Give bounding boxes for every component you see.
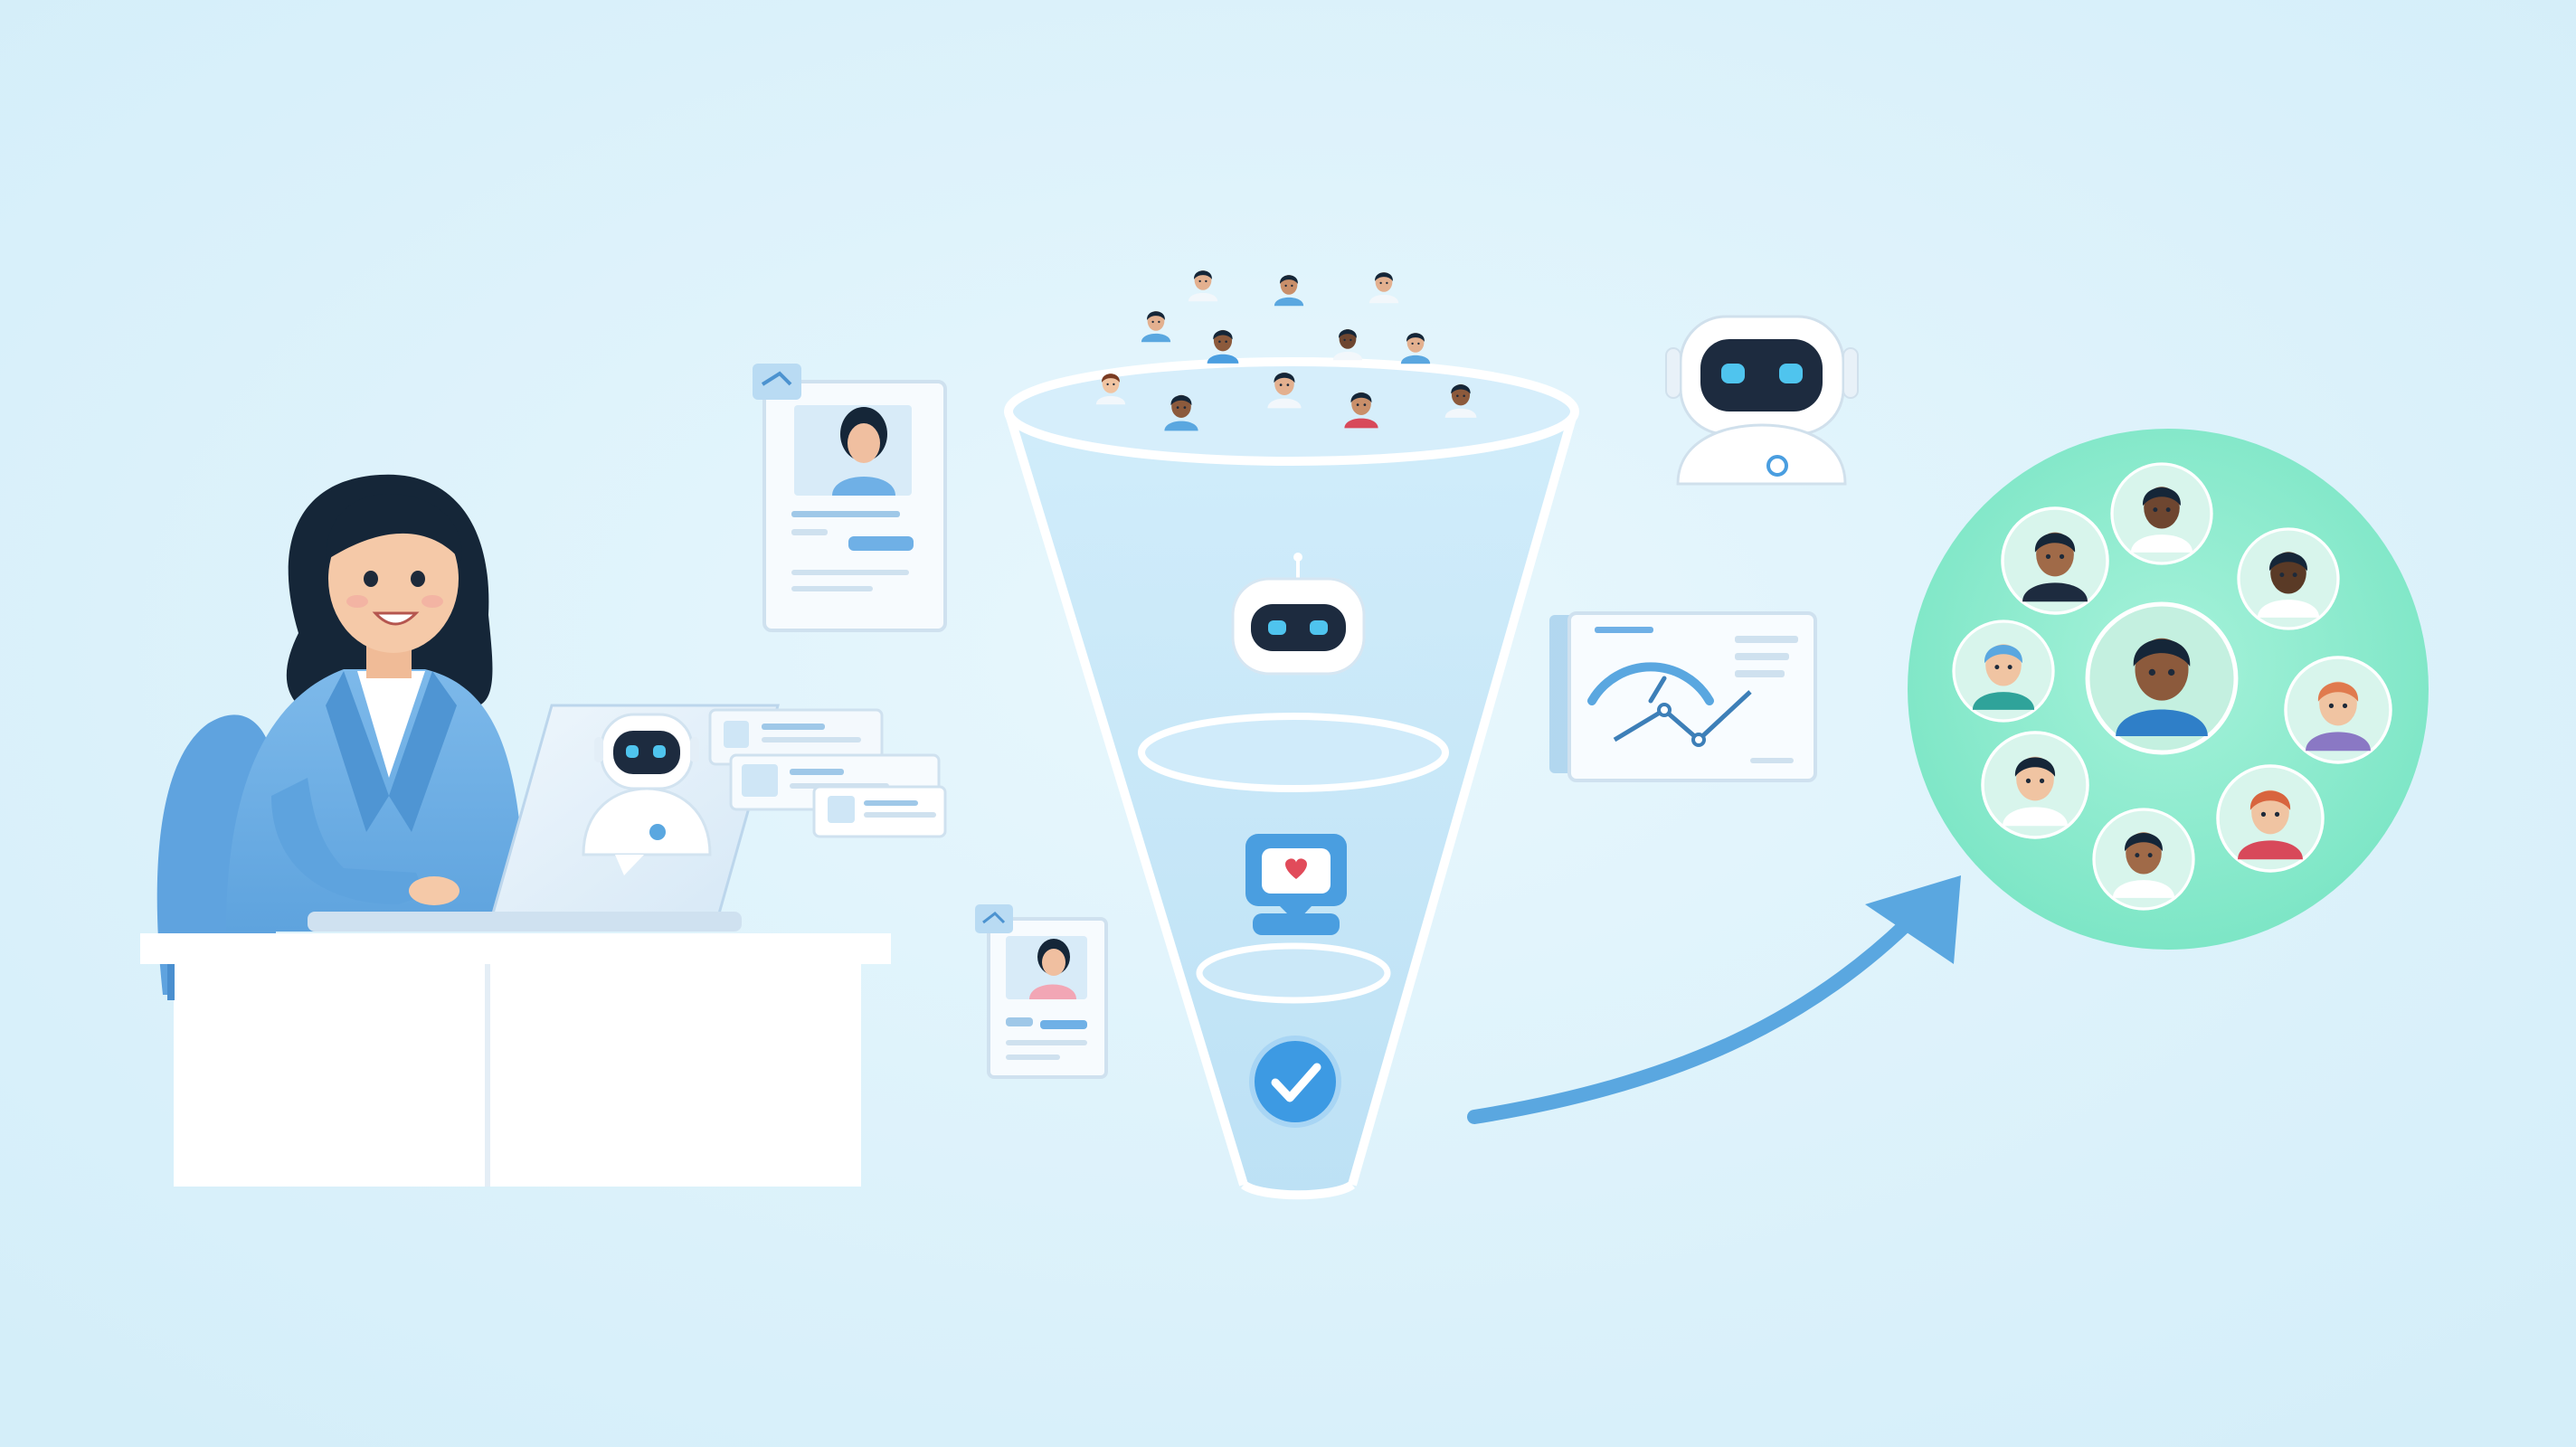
laptop-robot-icon xyxy=(308,704,947,932)
candidate-avatar-icon xyxy=(1444,383,1477,418)
desk-divider xyxy=(485,964,490,1187)
recruiter-arm xyxy=(271,778,425,904)
recruiter-smile xyxy=(372,611,420,626)
candidate-avatar-icon xyxy=(1368,271,1399,304)
recruiter-hand xyxy=(409,876,459,905)
resume-tag xyxy=(753,364,801,400)
candidate-avatar-icon xyxy=(2085,601,2239,755)
candidate-avatar-icon xyxy=(1188,270,1218,302)
ai-robot-icon xyxy=(1231,553,1366,676)
recruiter-bangs xyxy=(326,494,462,561)
candidate-avatar-icon xyxy=(2216,764,2325,873)
candidate-avatar-icon xyxy=(2237,527,2340,630)
candidate-avatar-icon xyxy=(1164,394,1198,431)
growth-arrow-icon xyxy=(1467,875,1961,1124)
candidate-avatar-icon xyxy=(2110,462,2213,565)
candidate-avatar-icon xyxy=(1274,274,1304,307)
chat-heart-icon xyxy=(1245,834,1347,935)
funnel-rim-top xyxy=(1004,357,1579,466)
candidate-avatar-icon xyxy=(1267,372,1302,409)
office-desk xyxy=(140,933,891,1187)
talent-pool-icon xyxy=(1908,429,2429,950)
recruitment-funnel xyxy=(1004,357,1579,1200)
laptop-assistant-robot xyxy=(582,713,712,875)
candidate-avatar-icon xyxy=(2092,808,2195,911)
candidate-avatar-icon xyxy=(1952,619,2055,723)
desk-top xyxy=(140,933,891,964)
funnel-rim-middle xyxy=(1138,713,1449,792)
recruiter-blush-right xyxy=(421,595,443,608)
laptop-base xyxy=(308,912,742,932)
recruiter-blush-left xyxy=(346,595,368,608)
recruiter-eye-left xyxy=(364,571,378,587)
candidate-avatar-icon xyxy=(2284,656,2392,764)
ai-assistant-robot xyxy=(1665,315,1859,486)
candidate-avatar-icon xyxy=(2001,506,2109,615)
recruiter-shirt xyxy=(357,671,425,778)
checkmark-icon xyxy=(1249,1036,1341,1128)
candidate-avatar-icon xyxy=(1332,328,1363,361)
desk-body xyxy=(174,964,861,1187)
resume-card-icon xyxy=(753,364,947,632)
candidate-avatar-icon xyxy=(1344,392,1378,429)
recruiter-eye-right xyxy=(411,571,425,587)
candidate-avatar-icon xyxy=(1207,329,1239,364)
candidate-avatar-icon xyxy=(1981,731,2089,839)
candidate-avatar-icon xyxy=(1141,310,1171,343)
resume-card-icon-small xyxy=(975,904,1108,1079)
recruiter-illustration xyxy=(156,474,525,995)
candidate-crowd xyxy=(1095,270,1477,431)
blazer-lapel-left xyxy=(326,671,389,832)
candidate-avatar-icon xyxy=(1400,332,1431,364)
trend-line xyxy=(1613,690,1752,742)
funnel-rim-lower xyxy=(1196,942,1391,1004)
funnel-body xyxy=(1009,411,1574,1193)
gauge-arc xyxy=(1587,662,1714,705)
floating-data-windows xyxy=(708,708,947,838)
candidate-avatar-icon xyxy=(1095,373,1126,405)
analytics-gauge-icon xyxy=(1549,611,1817,782)
chair-edge xyxy=(167,964,175,1000)
blazer-lapel-right xyxy=(389,671,457,832)
